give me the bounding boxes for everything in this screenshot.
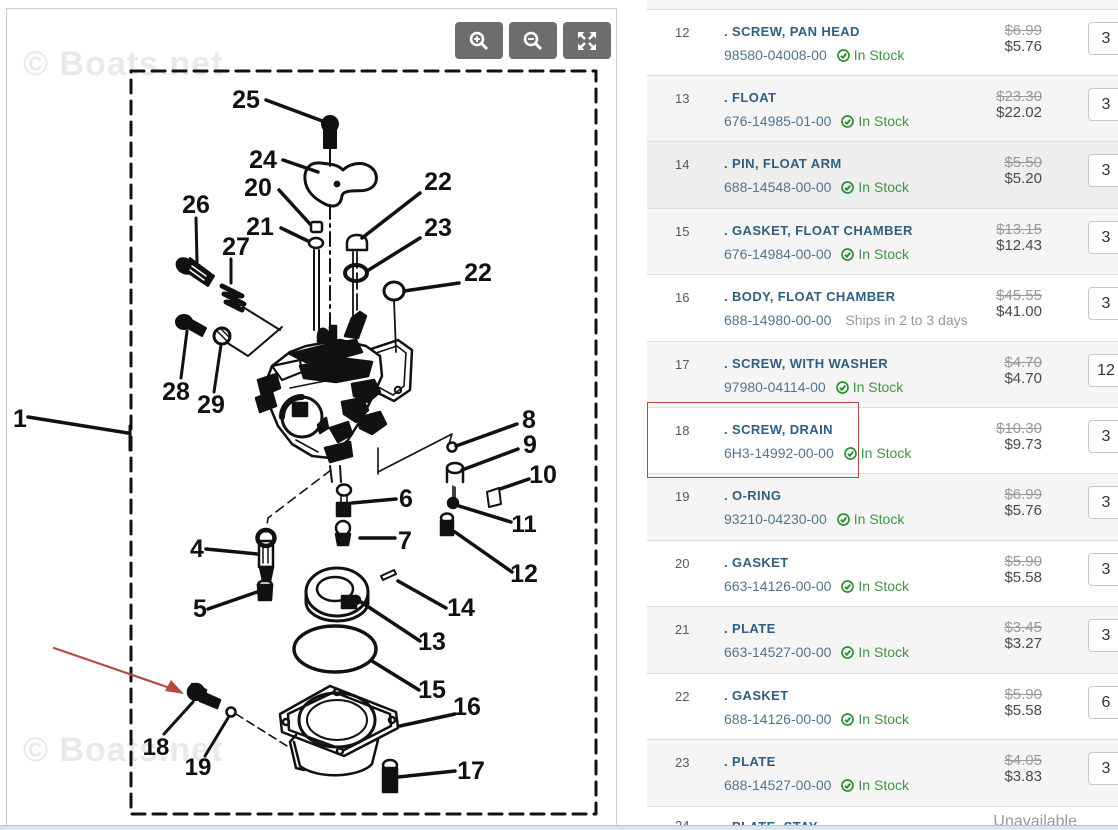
svg-text:20: 20 [244,174,272,202]
svg-text:13: 13 [418,628,446,656]
svg-text:29: 29 [197,391,225,419]
svg-text:1: 1 [13,405,27,433]
svg-text:5: 5 [193,595,207,623]
svg-text:15: 15 [418,676,446,704]
svg-text:14: 14 [447,594,475,622]
svg-text:6: 6 [399,485,413,513]
svg-text:22: 22 [424,168,452,196]
svg-text:22: 22 [464,259,492,287]
svg-text:24: 24 [249,146,277,174]
svg-text:11: 11 [511,511,536,538]
svg-text:28: 28 [162,378,190,406]
svg-text:7: 7 [398,527,412,555]
svg-text:21: 21 [246,213,274,241]
svg-text:10: 10 [529,461,557,489]
svg-text:23: 23 [424,214,452,242]
svg-text:25: 25 [232,86,260,114]
svg-text:8: 8 [522,406,536,434]
svg-text:18: 18 [143,734,170,761]
svg-text:9: 9 [523,431,537,459]
svg-text:26: 26 [182,191,210,219]
svg-text:27: 27 [222,233,250,261]
svg-text:19: 19 [185,754,212,781]
svg-text:17: 17 [457,757,485,785]
svg-text:16: 16 [453,693,481,721]
svg-text:4: 4 [190,535,204,563]
svg-text:12: 12 [510,560,538,588]
